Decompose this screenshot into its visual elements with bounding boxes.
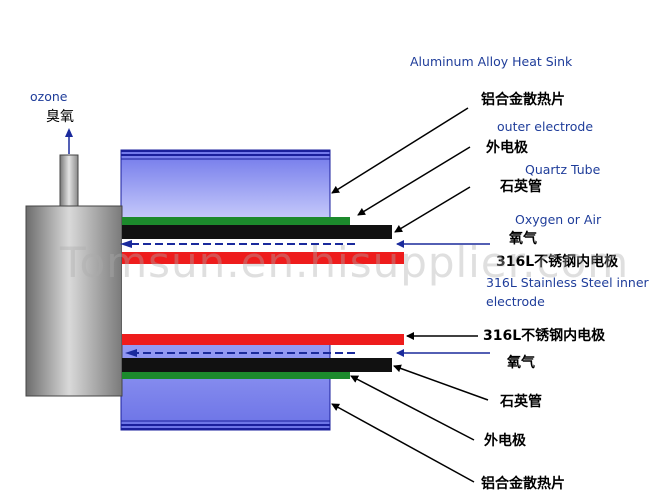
quartz-tube-label-en: Quartz Tube [525,162,601,177]
outer-electrode-label-cn: 外电极 [486,140,528,156]
outer-electrode-label-en: outer electrode [497,119,594,134]
gas-flow-lower-arrowhead [125,349,137,357]
ozone-up-arrowhead [65,128,73,137]
heat-sink-label-en: Aluminum Alloy Heat Sink [410,54,573,69]
ozone-outlet-nozzle [59,154,79,208]
ozone-label-en: ozone [30,89,68,104]
lower-oxygen-label-cn: 氧气 [507,355,535,371]
heat-sink-label-cn: 铝合金散热片 [481,92,565,108]
quartz-tube-lower [122,372,350,379]
lower-quartz-tube-label-cn: 石英管 [500,394,542,410]
outer-electrode-lower [122,358,392,372]
leader-quartz-tube-upper [394,186,471,233]
inner-electrode-upper [122,252,404,264]
leader-quartz-tube-lower [393,364,489,401]
leader-outer-electrode-lower [350,375,475,441]
inner-electrode-label-en-line1: 316L Stainless Steel inner [486,275,649,290]
leader-outer-electrode-upper [357,146,471,216]
quartz-tube-label-cn: 石英管 [500,179,542,195]
heat-sink-top-edge [121,150,330,160]
watermark: Tomsun.en.hisupplier.com [60,238,630,287]
heat-sink-bottom-edge [121,420,330,430]
outer-electrode-upper [122,225,392,239]
inner-electrode-label-en-line2: electrode [486,294,545,309]
inner-electrode-label-cn: 316L不锈钢内电极 [496,254,619,270]
lower-inner-electrode-label-cn: 316L不锈钢内电极 [483,328,606,344]
end-cap [25,205,123,397]
leader-heat-sink-upper [331,107,469,194]
lower-heat-sink-label-cn: 铝合金散热片 [481,476,565,492]
quartz-tube-upper [122,217,350,225]
leader-heat-sink-lower [331,403,475,483]
ozone-label-cn: 臭氧 [46,109,74,125]
inner-electrode-lower [122,334,404,345]
oxygen-label-cn: 氧气 [509,231,537,247]
oxygen-air-label-en: Oxygen or Air [515,212,602,227]
lower-outer-electrode-label-cn: 外电极 [484,433,526,449]
gas-flow-upper-arrowhead [120,240,132,248]
